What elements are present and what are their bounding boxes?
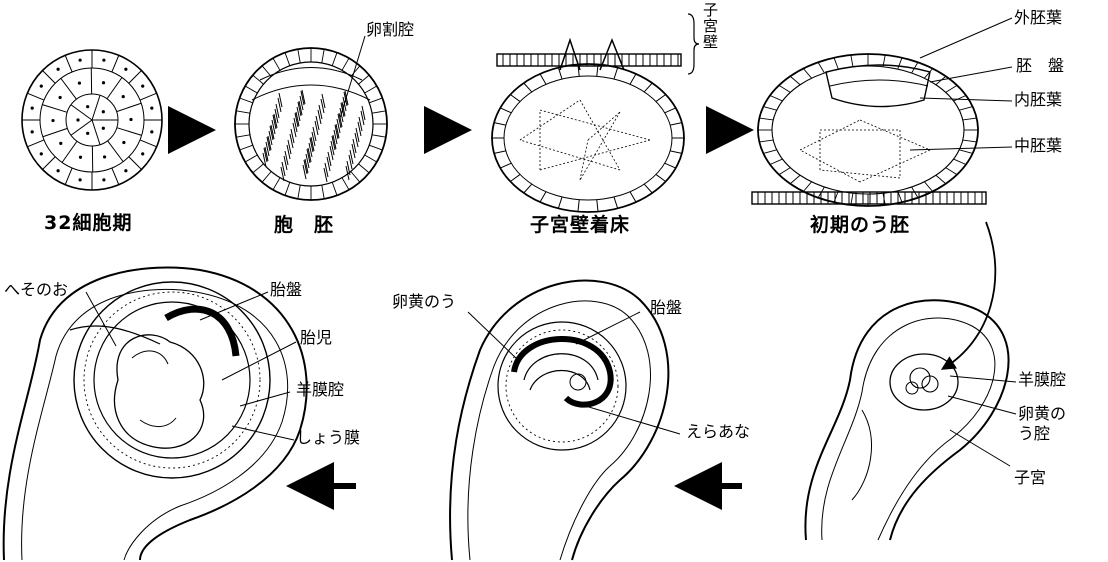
label-chorion: しょう膜: [296, 430, 360, 446]
leader-cleavage-cavity: [340, 36, 365, 118]
label-ectoderm: 外胚葉: [1014, 10, 1062, 26]
label-fetus: 胎児: [300, 330, 332, 346]
embryo-mid-drawing: [450, 281, 668, 560]
label-uterus: 子宮: [1014, 470, 1046, 486]
label-yolk-sac-cavity: 卵黄の う腔: [1018, 404, 1066, 444]
label-amniotic-cavity-1: 羊膜腔: [296, 382, 344, 398]
label-amniotic-cavity-2: 羊膜腔: [1018, 372, 1066, 388]
leaders-gastrula: [910, 18, 1012, 150]
caption-implantation: 子宮壁着床: [530, 216, 630, 235]
caption-32-cell-stage: 32細胞期: [44, 214, 132, 233]
label-gill-slits: えらあな: [686, 424, 750, 440]
label-umbilical-cord: へそのお: [4, 282, 68, 298]
stage-gastrula-drawing: [752, 54, 986, 206]
caption-blastula: 胞 胚: [274, 216, 334, 235]
label-uterine-wall: 子宮壁: [702, 2, 717, 50]
stage-implantation-drawing: [492, 14, 699, 212]
label-endoderm: 内胚葉: [1014, 92, 1062, 108]
label-placenta-1: 胎盤: [270, 282, 302, 298]
label-embryonic-disc: 胚 盤: [1016, 58, 1064, 74]
curved-arrow-down: [944, 222, 995, 368]
label-placenta-2: 胎盤: [650, 300, 682, 316]
stage-32cell-drawing: [22, 50, 162, 190]
stage-blastula-drawing: [235, 48, 387, 200]
label-yolk-sac: 卵黄のう: [392, 294, 456, 310]
label-cleavage-cavity: 卵割腔: [366, 22, 414, 38]
embryo-late-drawing: [4, 267, 307, 560]
label-mesoderm: 中胚葉: [1014, 138, 1062, 154]
caption-early-gastrula: 初期のう胚: [810, 216, 910, 235]
